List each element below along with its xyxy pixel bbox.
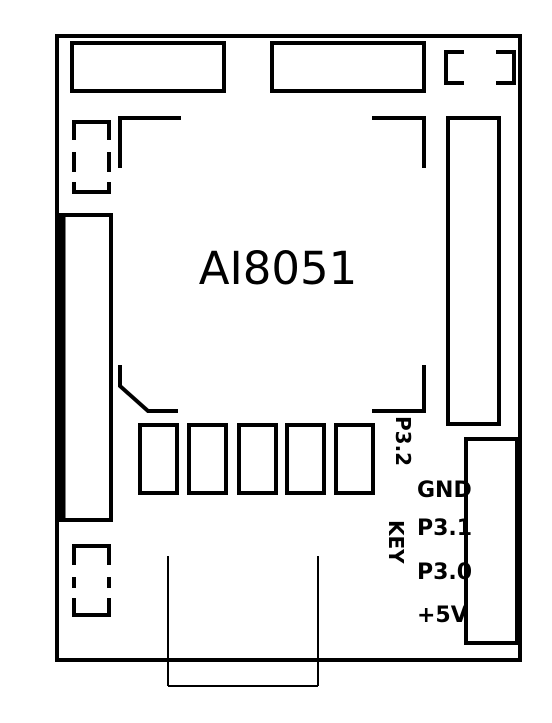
pad-1 [138,423,179,495]
label-5v: +5V [417,603,468,628]
left-top-component-footprint [72,120,111,194]
top-right-component-footprint [444,50,516,85]
left-bottom-component-footprint [72,544,111,617]
pad-2 [187,423,228,495]
pad-4 [285,423,326,495]
top-middle-header-footprint [270,41,426,93]
right-header-footprint [446,116,501,426]
pad-5 [334,423,375,495]
pad-3 [237,423,278,495]
pad-row [138,423,375,495]
bottom-connector-footprint [167,556,319,687]
label-gnd: GND [417,478,472,503]
chip-outline [118,116,426,413]
label-p3-1: P3.1 [417,516,472,541]
label-p3-2: P3.2 [391,416,415,466]
left-header-footprint [59,213,113,522]
top-left-header-footprint [70,41,226,93]
board-outline [55,34,522,662]
label-p3-0: P3.0 [417,560,472,585]
chip-label: AI8051 [199,242,358,295]
label-key: KEY [384,520,408,564]
bottom-right-connector-footprint [464,437,519,645]
